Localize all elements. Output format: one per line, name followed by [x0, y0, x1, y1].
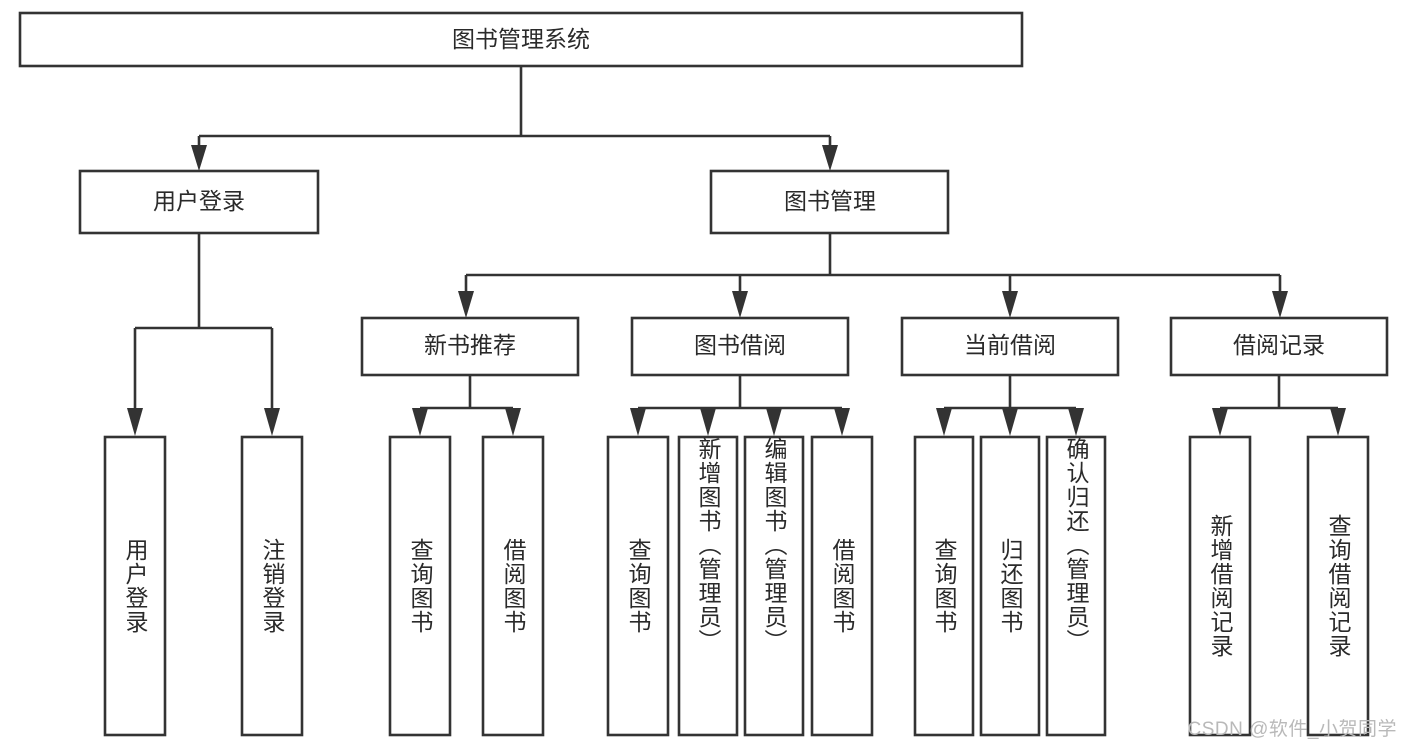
- node-leaf-borrow-edit[interactable]: [743, 435, 805, 737]
- node-leaf-current-query[interactable]: [913, 435, 975, 737]
- arrow-head-level3-2: [1002, 291, 1018, 318]
- arrow-head-leaf-record-0: [1212, 408, 1228, 436]
- node-leaf-borrow-query[interactable]: [606, 435, 670, 737]
- node-current-borrow-label: 当前借阅: [964, 332, 1056, 358]
- node-user-login-label: 用户登录: [153, 188, 245, 214]
- node-current-borrow[interactable]: [900, 316, 1120, 377]
- node-leaf-user-login-logout[interactable]: [240, 435, 304, 737]
- node-borrow-record-label: 借阅记录: [1233, 332, 1325, 358]
- arrow-head-leaf-current-0: [936, 408, 952, 436]
- arrow-head-leaf-user-login-0: [127, 408, 143, 436]
- node-book-management-label: 图书管理: [784, 188, 876, 214]
- arrow-head-userlogin: [191, 145, 207, 171]
- arrow-head-leaf-new-book-0: [412, 408, 428, 436]
- arrow-head-leaf-new-book-1: [505, 408, 521, 436]
- node-leaf-user-login-login[interactable]: [103, 435, 167, 737]
- node-new-book-recommend[interactable]: [360, 316, 580, 377]
- arrow-head-level3-0: [458, 291, 474, 318]
- node-user-login[interactable]: [78, 169, 320, 235]
- arrow-head-leaf-current-1: [1002, 408, 1018, 436]
- watermark-text: CSDN @软件_小贺同学: [1187, 719, 1397, 740]
- arrow-head-level3-1: [732, 291, 748, 318]
- node-leaf-borrow-add[interactable]: [677, 435, 739, 737]
- arrow-head-bookmgmt: [822, 145, 838, 171]
- node-book-management[interactable]: [709, 169, 950, 235]
- node-book-borrow-label: 图书借阅: [694, 332, 786, 358]
- node-book-borrow[interactable]: [630, 316, 850, 377]
- node-root-label: 图书管理系统: [452, 26, 590, 52]
- arrow-head-leaf-current-2: [1068, 408, 1084, 436]
- node-root-book-management-system[interactable]: [18, 11, 1024, 68]
- node-leaf-record-query[interactable]: [1306, 435, 1370, 737]
- node-leaf-current-confirm[interactable]: [1045, 435, 1107, 737]
- arrow-head-leaf-user-login-1: [264, 408, 280, 436]
- arrow-head-leaf-borrow-3: [834, 408, 850, 436]
- node-leaf-current-return[interactable]: [979, 435, 1041, 737]
- arrow-head-leaf-borrow-2: [766, 408, 782, 436]
- node-leaf-newbook-query[interactable]: [388, 435, 452, 737]
- arrow-head-leaf-borrow-1: [700, 408, 716, 436]
- node-leaf-record-add[interactable]: [1188, 435, 1252, 737]
- arrow-head-leaf-borrow-0: [630, 408, 646, 436]
- node-leaf-borrow-borrow[interactable]: [810, 435, 874, 737]
- arrow-head-leaf-record-1: [1330, 408, 1346, 436]
- connectors: [127, 66, 1346, 436]
- node-borrow-record[interactable]: [1169, 316, 1389, 377]
- node-leaf-newbook-borrow[interactable]: [481, 435, 545, 737]
- arrow-head-level3-3: [1272, 291, 1288, 318]
- node-new-book-recommend-label: 新书推荐: [424, 332, 516, 358]
